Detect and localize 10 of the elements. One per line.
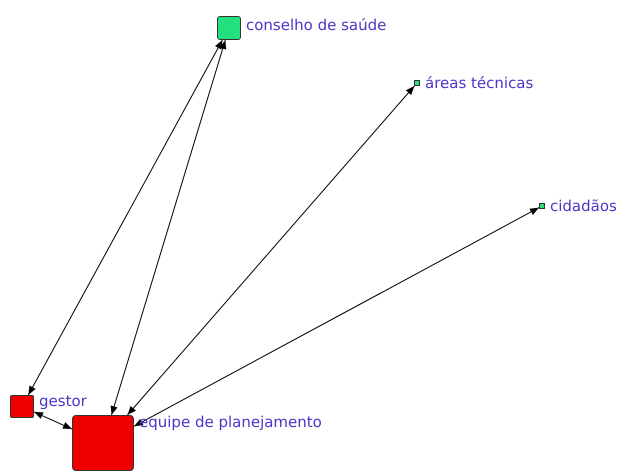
arrow <box>134 207 540 427</box>
node-label: conselho de saúde <box>246 16 386 34</box>
node-label: áreas técnicas <box>425 74 534 92</box>
arrow <box>34 411 72 430</box>
node-label: gestor <box>39 392 87 410</box>
arrow <box>110 40 226 416</box>
node-label: equipe de planejamento <box>139 413 322 431</box>
node-label: cidadãos <box>550 197 617 215</box>
arrow <box>126 86 415 416</box>
arrow <box>28 40 223 396</box>
